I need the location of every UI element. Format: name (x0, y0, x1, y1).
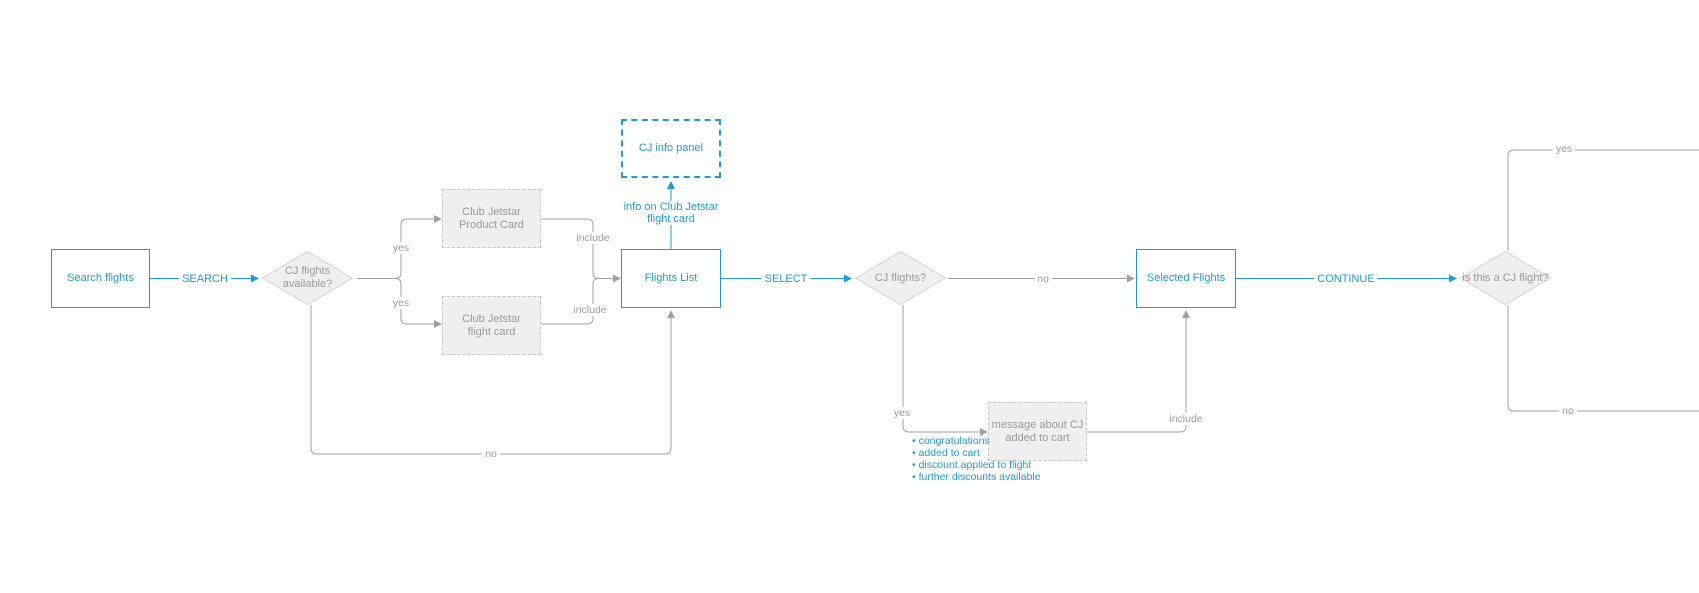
search-flights-label: Search flights (67, 272, 134, 284)
edge-label-include-product-card: include (573, 232, 613, 244)
cj-info-panel-node: CJ info panel (621, 119, 721, 178)
club-jetstar-product-card-label: Club Jetstar Product Card (459, 205, 524, 231)
edge-label-include-message: include (1166, 413, 1206, 425)
edge-label-info-on-flight-card: info on Club Jetstar flight card (619, 201, 723, 225)
decision-cj-flights-available-label: CJ flights available? (282, 265, 333, 290)
edge-include-message (1087, 310, 1190, 433)
note-item: further discounts available (912, 471, 1041, 483)
decision-cj-flights: CJ flights? (855, 251, 946, 305)
edge-include-product-card (541, 218, 621, 283)
decision-is-cj-flight: is this a CJ flight? (1460, 251, 1551, 305)
note-item: congratulations (912, 435, 1041, 447)
edge-yes-flight-card (394, 278, 442, 328)
edge-label-no-cj-flights: no (1034, 273, 1052, 285)
club-jetstar-product-card-node: Club Jetstar Product Card (442, 189, 541, 248)
edge-label-yes-product-card: yes (389, 242, 413, 254)
decision-cj-flights-label: CJ flights? (874, 271, 927, 284)
edge-label-continue: CONTINUE (1314, 273, 1378, 285)
edge-label-search: SEARCH (179, 273, 231, 285)
flights-list-label: Flights List (644, 272, 698, 284)
decision-cj-flights-available: CJ flights available? (262, 251, 353, 305)
edge-no-is-cj (1507, 305, 1699, 412)
cj-info-panel-label: CJ info panel (638, 142, 704, 154)
flights-list-node: Flights List (621, 249, 721, 308)
note-item: discount applied to flight (912, 459, 1041, 471)
edge-label-yes-flight-card: yes (389, 297, 413, 309)
selected-flights-node: Selected Flights (1136, 249, 1236, 308)
edge-label-include-flight-card: include (570, 304, 610, 316)
selected-flights-label: Selected Flights (1146, 272, 1226, 284)
edge-label-no-available: no (482, 448, 500, 460)
decision-is-cj-flight-label: is this a CJ flight? (1462, 271, 1549, 284)
edge-include-flight-card (541, 278, 600, 325)
search-flights-node: Search flights (51, 249, 150, 308)
edge-yes-cj-flights (902, 305, 988, 436)
edge-label-yes-is-cj: yes (1552, 143, 1576, 155)
edge-yes-is-cj (1507, 149, 1699, 251)
note-item: added to cart (912, 447, 1041, 459)
edge-label-yes-cj-flights: yes (890, 407, 914, 419)
club-jetstar-flight-card-node: Club Jetstar flight card (442, 296, 541, 355)
message-notes-list: congratulations added to cart discount a… (912, 435, 1041, 483)
club-jetstar-flight-card-label: Club Jetstar flight card (462, 312, 521, 338)
edge-label-select: SELECT (761, 273, 811, 285)
edge-label-no-is-cj: no (1559, 405, 1577, 417)
